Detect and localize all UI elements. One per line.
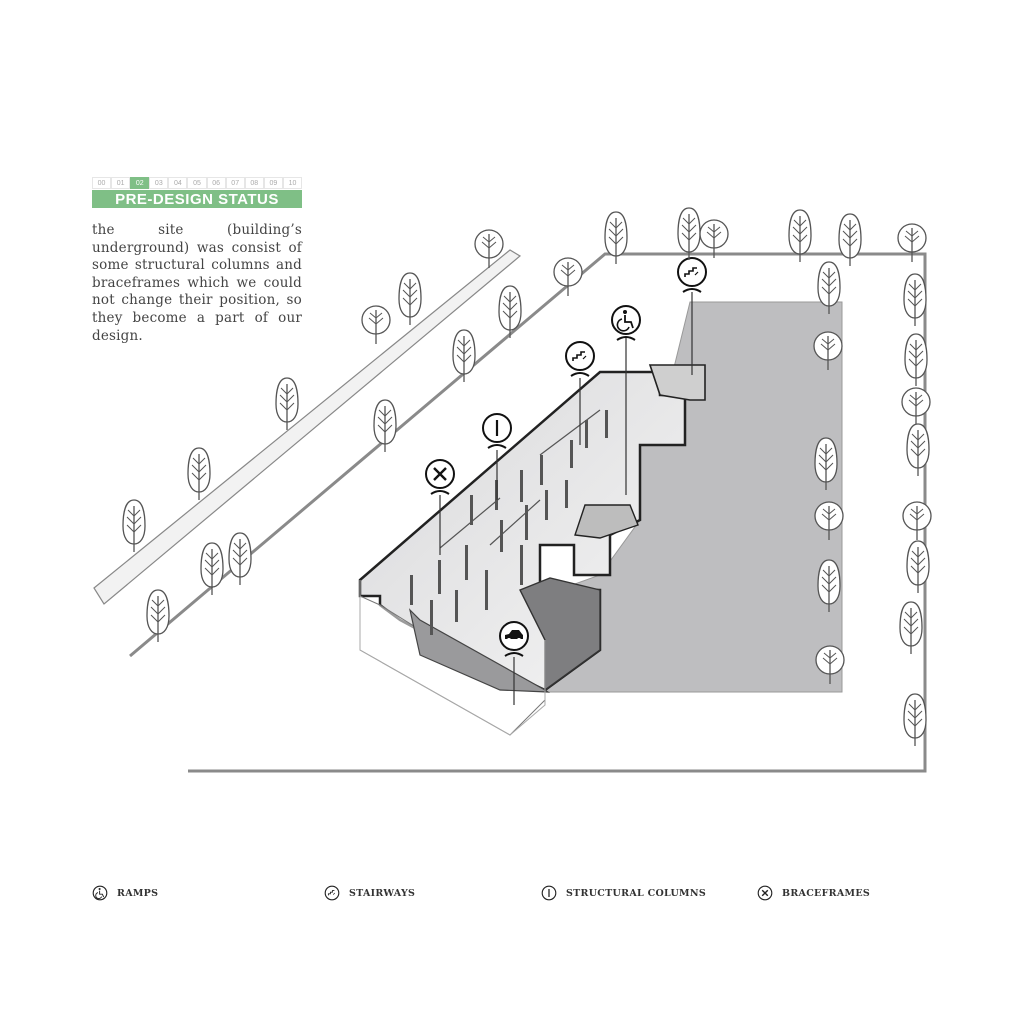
- step-10: 10: [282, 177, 303, 189]
- building-underground: [358, 364, 706, 736]
- step-06: 06: [206, 177, 226, 189]
- legend-label-stairways: STAIRWAYS: [349, 887, 416, 899]
- marker-pins: [439, 292, 693, 705]
- page-title: PRE-DESIGN STATUS: [92, 190, 302, 208]
- legend-label-braceframes: BRACEFRAMES: [782, 887, 871, 899]
- marker-braceframe: [425, 459, 455, 495]
- step-03: 03: [149, 177, 169, 189]
- column-icon: [541, 885, 557, 901]
- step-05: 05: [187, 177, 207, 189]
- x-circle-icon: [757, 885, 773, 901]
- legend-stairways: STAIRWAYS: [324, 884, 415, 902]
- step-04: 04: [168, 177, 188, 189]
- description-text: the site (building’s underground) was co…: [92, 222, 302, 344]
- marker-parking: [499, 621, 529, 657]
- legend-braceframes: BRACEFRAMES: [757, 884, 870, 902]
- wheelchair-icon: [92, 885, 108, 901]
- marker-wheelchair: [611, 305, 641, 341]
- marker-column: [482, 413, 512, 449]
- step-00: 00: [92, 177, 112, 189]
- stairs-icon: [324, 885, 340, 901]
- step-09: 09: [263, 177, 283, 189]
- step-01: 01: [111, 177, 131, 189]
- legend-structural-columns: STRUCTURAL COLUMNS: [541, 884, 706, 902]
- marker-stairs-mid: [565, 341, 595, 377]
- marker-stairs-top: [677, 257, 707, 293]
- site-area: [428, 301, 843, 693]
- step-02-active: 02: [130, 177, 150, 189]
- step-07: 07: [225, 177, 245, 189]
- legend-label-structural-columns: STRUCTURAL COLUMNS: [566, 887, 707, 899]
- step-08: 08: [244, 177, 264, 189]
- legend-label-ramps: RAMPS: [117, 887, 159, 899]
- legend-ramps: RAMPS: [92, 884, 158, 902]
- step-indicator: 00 01 02 03 04 05 06 07 08 09 10: [92, 177, 303, 189]
- structural-columns: [410, 410, 608, 635]
